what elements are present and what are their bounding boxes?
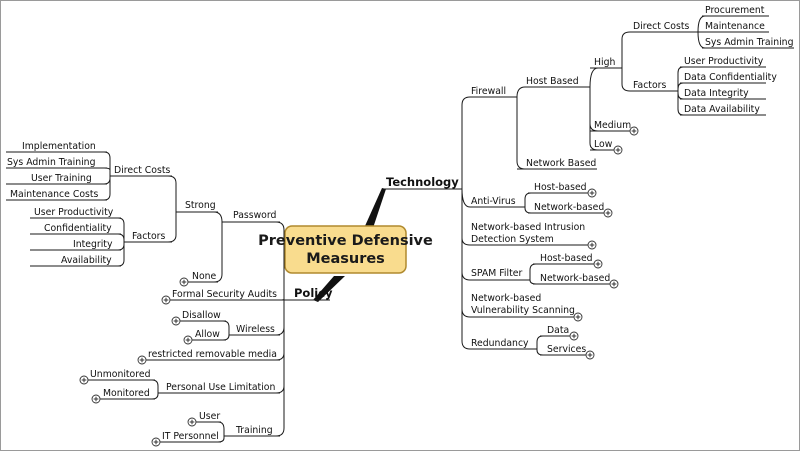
spam-host-based-label[interactable]: Host-based <box>540 253 593 264</box>
expand-it-personnel-icon[interactable] <box>151 437 161 447</box>
spam-filter-label[interactable]: SPAM Filter <box>471 268 522 279</box>
none-label[interactable]: None <box>192 271 217 282</box>
expand-av-host-icon[interactable] <box>587 188 597 198</box>
central-topic-line1: Preventive Defensive <box>258 233 433 249</box>
expand-allow-icon[interactable] <box>183 335 193 345</box>
host-based-label[interactable]: Host Based <box>526 76 579 87</box>
vuln-line1[interactable]: Network-based <box>471 293 541 304</box>
personal-use-label[interactable]: Personal Use Limitation <box>166 382 275 393</box>
expand-low-icon[interactable] <box>613 145 623 155</box>
data-confidentiality-label[interactable]: Data Confidentiality <box>684 72 777 83</box>
allow-label[interactable]: Allow <box>195 329 220 340</box>
expand-audits-icon[interactable] <box>161 295 171 305</box>
av-network-based-label[interactable]: Network-based <box>534 202 604 213</box>
redundancy-data-label[interactable]: Data <box>547 325 569 336</box>
confidentiality-label[interactable]: Confidentiality <box>44 223 112 234</box>
user-productivity-tech-label[interactable]: User Productivity <box>684 56 764 67</box>
data-availability-label[interactable]: Data Availability <box>684 104 760 115</box>
medium-label[interactable]: Medium <box>594 120 631 131</box>
procurement-label[interactable]: Procurement <box>705 5 765 16</box>
availability-label[interactable]: Availability <box>61 255 112 266</box>
training-label[interactable]: Training <box>235 425 273 436</box>
integrity-label[interactable]: Integrity <box>73 239 113 250</box>
implementation-label[interactable]: Implementation <box>22 141 96 152</box>
formal-security-audits-label[interactable]: Formal Security Audits <box>172 289 277 300</box>
monitored-label[interactable]: Monitored <box>103 388 150 399</box>
expand-data-icon[interactable] <box>569 331 579 341</box>
disallow-label[interactable]: Disallow <box>182 310 221 321</box>
maintenance-costs-label[interactable]: Maintenance Costs <box>10 189 98 200</box>
user-training-label[interactable]: User Training <box>31 173 92 184</box>
factors-tech-label[interactable]: Factors <box>633 80 666 91</box>
policy-trunk <box>313 276 345 302</box>
expand-medium-icon[interactable] <box>629 126 639 136</box>
expand-removable-icon[interactable] <box>137 355 147 365</box>
expand-av-network-icon[interactable] <box>603 208 613 218</box>
direct-costs-tech-label[interactable]: Direct Costs <box>633 21 689 32</box>
spam-network-based-label[interactable]: Network-based <box>540 273 610 284</box>
expand-spam-host-icon[interactable] <box>593 259 603 269</box>
vuln-line2[interactable]: Vulnerability Scanning <box>471 305 575 316</box>
expand-none-icon[interactable] <box>179 277 189 287</box>
training-user-label[interactable]: User <box>199 411 220 422</box>
redundancy-label[interactable]: Redundancy <box>471 338 529 349</box>
user-productivity-policy-label[interactable]: User Productivity <box>34 207 114 218</box>
strong-label[interactable]: Strong <box>185 200 216 211</box>
expand-monitored-icon[interactable] <box>91 394 101 404</box>
nids-line1[interactable]: Network-based Intrusion <box>471 222 585 233</box>
sys-admin-training-tech-label[interactable]: Sys Admin Training <box>705 37 794 48</box>
expand-unmonitored-icon[interactable] <box>79 375 89 385</box>
sys-admin-training-policy-label[interactable]: Sys Admin Training <box>7 157 96 168</box>
unmonitored-label[interactable]: Unmonitored <box>90 369 151 380</box>
nids-line2[interactable]: Detection System <box>471 234 554 245</box>
it-personnel-label[interactable]: IT Personnel <box>162 431 219 442</box>
redundancy-services-label[interactable]: Services <box>547 344 586 355</box>
expand-user-icon[interactable] <box>187 417 197 427</box>
technology-label[interactable]: Technology <box>386 175 459 189</box>
expand-spam-network-icon[interactable] <box>609 279 619 289</box>
anti-virus-label[interactable]: Anti-Virus <box>471 196 516 207</box>
low-label[interactable]: Low <box>594 139 613 150</box>
data-integrity-label[interactable]: Data Integrity <box>684 88 749 99</box>
expand-disallow-icon[interactable] <box>171 316 181 326</box>
expand-nids-icon[interactable] <box>587 240 597 250</box>
expand-services-icon[interactable] <box>585 350 595 360</box>
network-based-firewall-label[interactable]: Network Based <box>526 158 596 169</box>
password-label[interactable]: Password <box>233 210 277 221</box>
factors-policy-label[interactable]: Factors <box>132 231 165 242</box>
expand-vuln-icon[interactable] <box>573 312 583 322</box>
removable-media-label[interactable]: restricted removable media <box>148 349 277 360</box>
central-topic-box[interactable] <box>284 225 407 274</box>
maintenance-label[interactable]: Maintenance <box>705 21 765 32</box>
central-topic-line2: Measures <box>306 251 385 267</box>
high-label[interactable]: High <box>594 57 615 68</box>
firewall-label[interactable]: Firewall <box>471 86 506 97</box>
av-host-based-label[interactable]: Host-based <box>534 182 587 193</box>
wireless-label[interactable]: Wireless <box>236 324 275 335</box>
technology-trunk <box>365 188 386 228</box>
direct-costs-policy-label[interactable]: Direct Costs <box>114 165 170 176</box>
policy-label[interactable]: Policy <box>294 286 333 300</box>
